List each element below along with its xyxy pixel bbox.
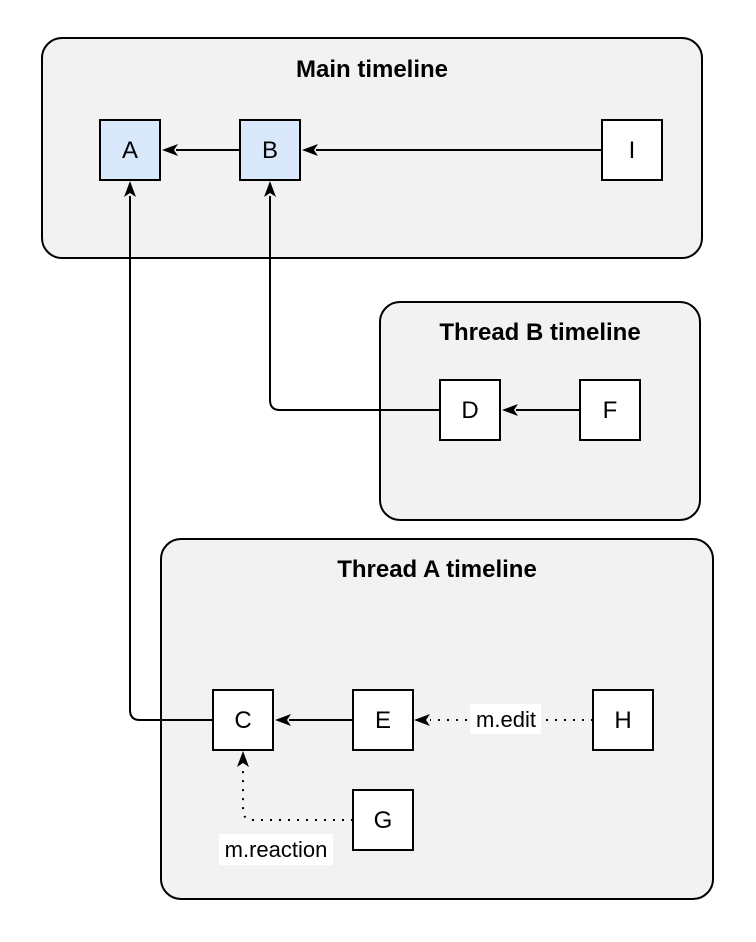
m-reaction-label-bg: [219, 834, 333, 865]
arrowhead-at-c: [275, 714, 291, 726]
node-g: G: [352, 789, 414, 851]
node-a-box: [99, 119, 161, 181]
node-f-label: F: [603, 397, 618, 424]
m-reaction-label: m.reaction: [225, 837, 328, 862]
node-d-box: [439, 379, 501, 441]
node-c: C: [212, 689, 274, 751]
arrowhead-at-d: [502, 404, 518, 416]
edge-e-to-c: [275, 714, 353, 726]
node-d-label: D: [461, 397, 478, 424]
node-f: F: [579, 379, 641, 441]
arrowhead-at-a: [162, 144, 178, 156]
edge-g-to-c-reaction: m.reaction: [219, 751, 353, 865]
thread-a-timeline-title: Thread A timeline: [337, 556, 537, 583]
arrowhead-at-e: [414, 714, 430, 726]
node-h-label: H: [614, 707, 631, 734]
node-b-box: [239, 119, 301, 181]
node-f-box: [579, 379, 641, 441]
node-a: A: [99, 119, 161, 181]
arrowhead-at-b-bottom: [264, 181, 276, 197]
node-e-box: [352, 689, 414, 751]
node-b-label: B: [262, 137, 278, 164]
node-c-label: C: [234, 707, 251, 734]
node-c-box: [212, 689, 274, 751]
edge-f-to-d: [502, 404, 580, 416]
node-d: D: [439, 379, 501, 441]
node-g-box: [352, 789, 414, 851]
node-i: I: [601, 119, 663, 181]
container-main-timeline: Main timeline: [41, 37, 703, 259]
arrowhead-at-a-bottom: [124, 181, 136, 197]
node-h: H: [592, 689, 654, 751]
node-e: E: [352, 689, 414, 751]
node-i-label: I: [629, 137, 636, 164]
m-edit-label: m.edit: [476, 707, 536, 732]
main-timeline-title: Main timeline: [296, 56, 448, 83]
thread-b-timeline-title: Thread B timeline: [439, 319, 640, 346]
arrowhead-at-b: [302, 144, 318, 156]
node-h-box: [592, 689, 654, 751]
node-i-box: [601, 119, 663, 181]
m-edit-label-bg: [470, 704, 541, 734]
node-g-label: G: [374, 807, 393, 834]
edge-c-to-a: [124, 181, 213, 721]
edge-d-to-b: [264, 181, 440, 411]
main-timeline-box: [41, 37, 703, 259]
edge-h-to-e-edit: m.edit: [414, 704, 593, 734]
node-b: B: [239, 119, 301, 181]
edge-i-to-b: [302, 144, 602, 156]
node-e-label: E: [375, 707, 391, 734]
edge-b-to-a: [162, 144, 240, 156]
node-a-label: A: [122, 137, 138, 164]
arrowhead-at-c-bottom: [237, 751, 249, 767]
